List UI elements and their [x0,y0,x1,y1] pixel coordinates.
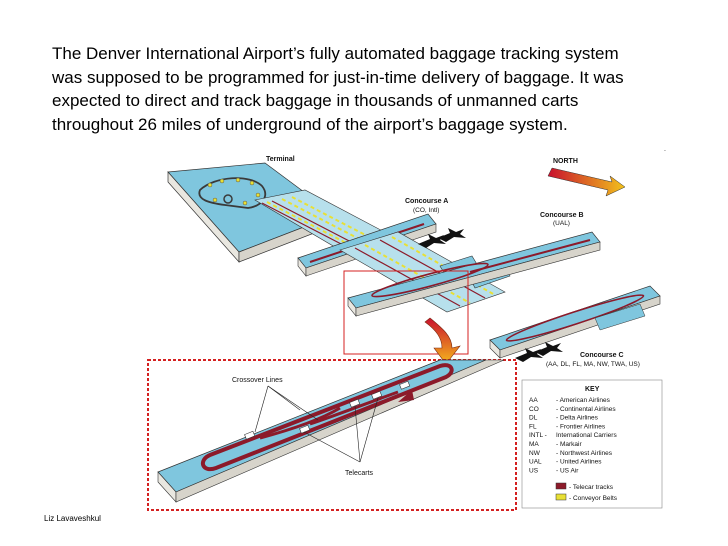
terminal-label: Terminal [266,156,295,163]
key-label: - Delta Airlines [556,415,599,422]
key-code: FL [529,423,537,430]
intro-line: was supposed to be programmed for just-i… [52,67,624,87]
concourse-c-airlines: (AA, DL, FL, MA, NW, TWA, US) [546,361,640,368]
corner-mark: . [664,146,666,153]
concourse-b-building [347,231,601,317]
concourse-c-label: Concourse C [580,352,624,359]
key-code: NW [529,450,541,457]
credit-text: Liz Lavaveshkul [44,514,101,523]
north-label: NORTH [553,158,578,165]
key-code: AA [529,397,538,404]
key-label: - American Airlines [556,397,611,404]
intro-text: The Denver International Airport’s fully… [52,42,692,136]
key-code: DL [529,415,538,422]
zoom-highlight [343,270,469,355]
concourse-b-label: Concourse B [540,212,584,219]
key-code: CO [529,406,539,413]
key-code: MA [529,441,539,448]
key-label: - Markair [556,441,582,448]
zoom-detail-concourse [157,359,505,503]
key-label: - Northwest Airlines [556,450,613,457]
telecar-tracks-label: - Telecar tracks [569,484,614,491]
zoom-arrow [424,317,461,365]
crossover-label: Crossover Lines [232,377,283,384]
intro-line: expected to direct and track baggage in … [52,91,579,110]
telecar-swatch [555,482,567,490]
key-title: KEY [585,386,600,393]
key-label: - United Airlines [556,459,602,466]
key-label: International Carriers [556,432,617,439]
plane-arrows-c [515,342,563,362]
intro-line: throughout 26 miles of underground of th… [52,114,568,134]
key-code: UAL [529,459,542,466]
key-label: - Frontier Airlines [556,423,606,430]
telecarts-label: Telecarts [345,470,374,477]
concourse-a-airlines: (CO, Intl) [413,207,439,214]
intro-line: The Denver International Airport’s fully… [52,44,619,63]
key-label: - US Air [556,467,579,474]
plane-arrows-a [418,228,466,248]
key-code: US [529,467,539,474]
conveyor-swatch [555,493,567,501]
key-label: - Continental Airlines [556,406,616,413]
key-code: INTL - [529,432,547,439]
conveyor-belts-label: - Conveyor Belts [569,495,618,502]
concourse-a-label: Concourse A [405,198,448,205]
concourse-c-building [489,285,661,359]
concourse-b-airlines: (UAL) [553,220,570,227]
north-arrow [547,167,626,197]
